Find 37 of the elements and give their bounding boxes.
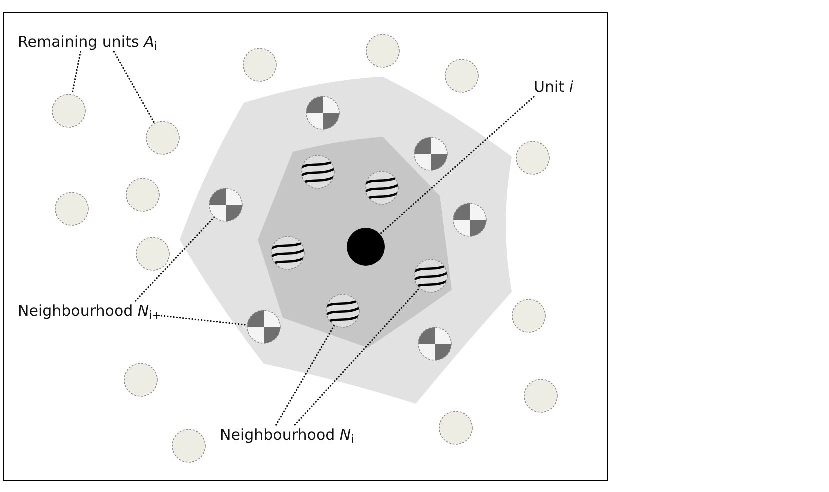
- plain-circle: [524, 379, 558, 413]
- leader-line: [135, 216, 216, 302]
- plain-circle: [136, 237, 170, 271]
- striped-circle: [326, 294, 360, 328]
- annotation-label: Neighbourhood N$_{i+}$: [18, 301, 162, 321]
- annotation-label: Unit i: [534, 77, 574, 97]
- leader-line: [113, 51, 156, 124]
- quartered-circle: [414, 137, 448, 171]
- striped-circle: [414, 259, 448, 293]
- plain-circle: [516, 141, 550, 175]
- quartered-circle: [209, 188, 243, 222]
- plain-circle: [55, 192, 89, 226]
- plain-circle: [445, 59, 479, 93]
- plain-circle: [52, 94, 86, 128]
- leader-line: [294, 288, 420, 426]
- plain-circle: [366, 34, 400, 68]
- plain-circle: [439, 411, 473, 445]
- leader-line: [160, 315, 248, 326]
- striped-circle: [365, 171, 399, 205]
- plain-circle: [124, 363, 158, 397]
- leader-line: [72, 51, 82, 96]
- annotation-label: Remaining units A$_{i}$: [18, 32, 158, 52]
- plain-circle: [512, 299, 546, 333]
- plain-circle: [126, 178, 160, 212]
- plain-circle: [172, 429, 206, 463]
- quartered-circle: [453, 203, 487, 237]
- leader-line: [276, 324, 336, 426]
- striped-circle: [271, 236, 305, 270]
- quartered-circle: [306, 96, 340, 130]
- striped-circle: [301, 155, 335, 189]
- quartered-circle: [418, 327, 452, 361]
- solid-circle: [347, 228, 385, 266]
- plain-circle: [146, 121, 180, 155]
- plain-circle: [243, 48, 277, 82]
- quartered-circle: [247, 310, 281, 344]
- leader-line: [379, 96, 535, 236]
- annotation-label: Neighbourhood N$_{i}$: [220, 425, 354, 445]
